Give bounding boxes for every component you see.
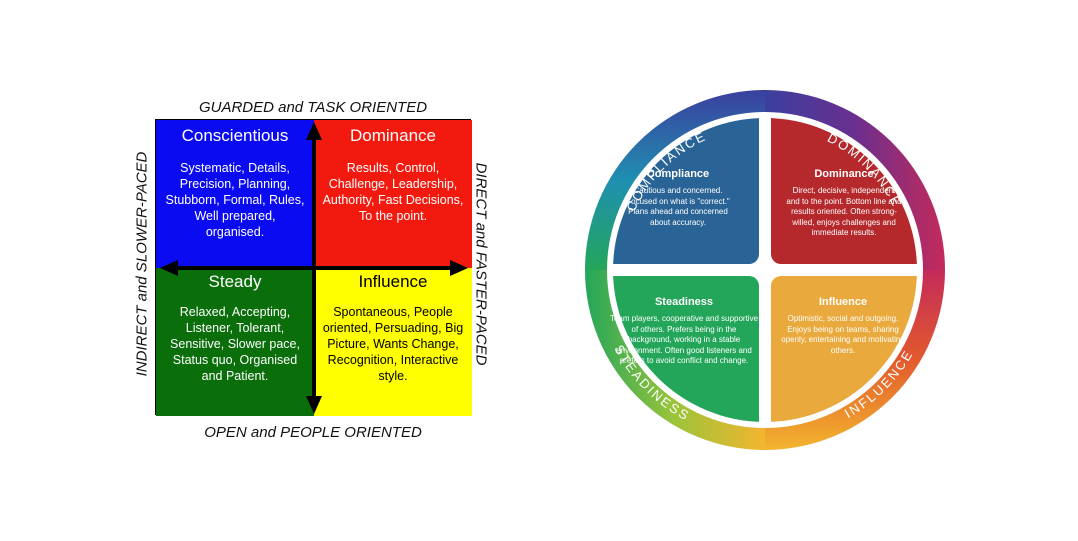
quadrant-description: Relaxed, Accepting, Listener, Tolerant, … — [170, 305, 300, 383]
quadrant-dominance: Dominance Results, Control, Challenge, L… — [314, 120, 472, 268]
wheel-card-title: Steadiness — [654, 296, 714, 308]
wheel-card-description: Cautious and concerned. Focused on what … — [626, 186, 730, 227]
axis-label-left: INDIRECT and SLOWER-PACED — [133, 151, 151, 377]
ring-segment-compliance — [585, 90, 765, 270]
wheel-card-influence: Influence Optimistic, social and outgoin… — [780, 296, 906, 356]
quadrant-title: Influence — [358, 272, 428, 291]
wheel-card-title: Dominance — [814, 168, 874, 180]
quadrant-description: Systematic, Details, Precision, Planning… — [165, 161, 305, 239]
wheel-card-description: Optimistic, social and outgoing. Enjoys … — [781, 314, 905, 355]
wheel-card-title: Influence — [818, 296, 868, 308]
wheel-card-steadiness: Steadiness Team players, cooperative and… — [609, 296, 759, 367]
axis-label-right: DIRECT and FASTER-PACED — [472, 162, 490, 366]
wheel-bottom-labels: STEADINESS INFLUENCE — [611, 342, 916, 423]
ring-segment-influence — [765, 270, 945, 450]
axis-label-top: GUARDED and TASK ORIENTED — [198, 99, 428, 116]
quadrant-influence: Influence Spontaneous, People oriented, … — [314, 268, 472, 416]
wheel-card-title: Compliance — [646, 168, 710, 180]
ring-segment-steadiness — [585, 270, 765, 450]
quadrant-conscientious: Conscientious Systematic, Details, Preci… — [156, 120, 314, 268]
quadrant-description: Results, Control, Challenge, Leadership,… — [322, 161, 464, 223]
wheel-card-description: Team players, cooperative and supportive… — [609, 314, 759, 365]
disc-wheel: COMPLIANCE DOMINANCE — [585, 90, 945, 450]
quadrant-title: Dominance — [350, 126, 436, 145]
wheel-card-description: Direct, decisive, independent and to the… — [786, 186, 902, 237]
quadrant-description: Spontaneous, People oriented, Persuading… — [322, 305, 464, 383]
axis-label-bottom: OPEN and PEOPLE ORIENTED — [204, 424, 422, 441]
disc-grid: Conscientious Systematic, Details, Preci… — [155, 119, 472, 416]
wheel-card-dominance: Dominance Direct, decisive, independent … — [785, 168, 903, 239]
ring-label-influence: INFLUENCE — [842, 347, 916, 421]
quadrant-steady: Steady Relaxed, Accepting, Listener, Tol… — [156, 268, 314, 416]
quadrant-title: Steady — [208, 272, 262, 291]
ring-segment-dominance — [765, 90, 945, 270]
wheel-card-compliance: Compliance Cautious and concerned. Focus… — [619, 168, 737, 228]
quadrant-title: Conscientious — [181, 126, 289, 145]
